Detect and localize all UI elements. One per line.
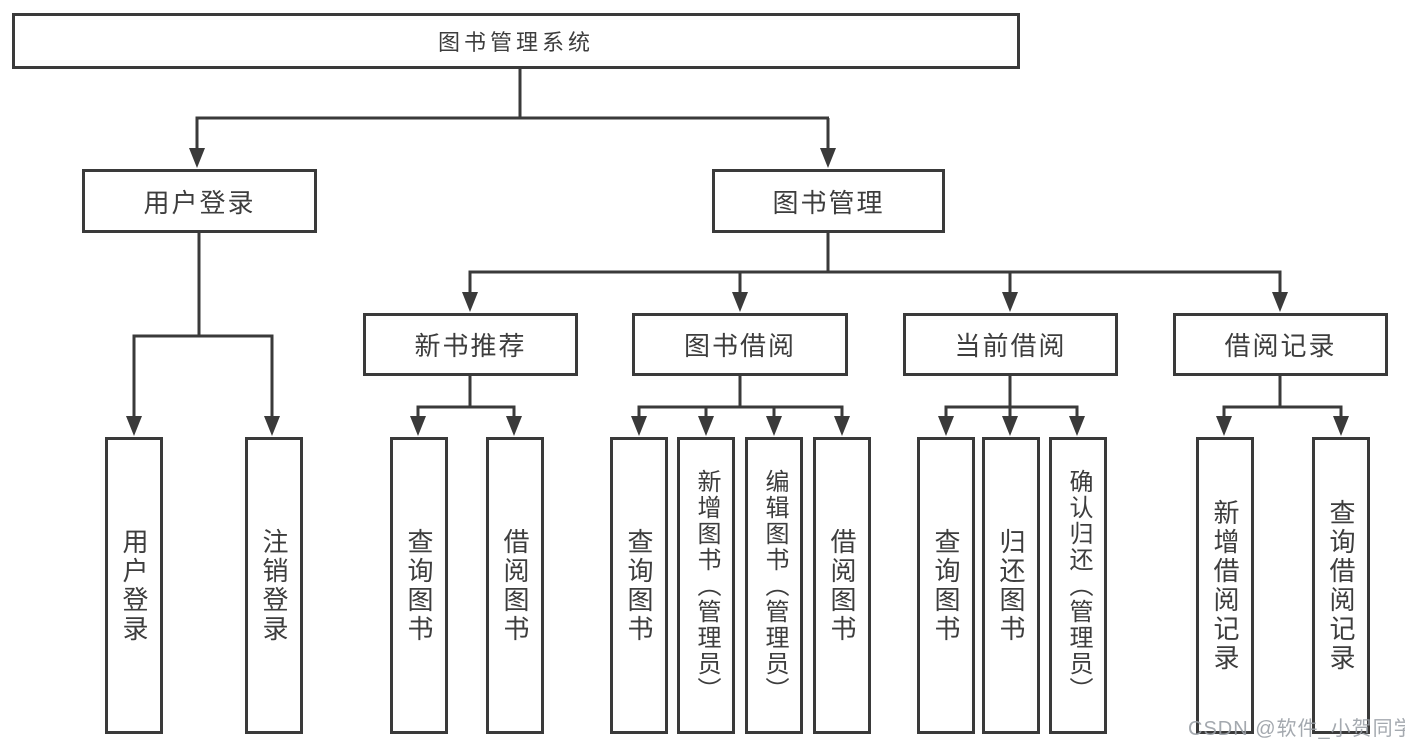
node-book-borrowing: 图书借阅 [632,313,848,376]
leaf-query-borrow-record: 查询借阅记录 [1312,437,1370,734]
node-library-management-system: 图书管理系统 [12,13,1020,69]
leaf-edit-book-admin: 编辑图书（管理员） [745,437,803,734]
node-new-book-recommendation: 新书推荐 [363,313,578,376]
leaf-logout: 注销登录 [245,437,303,734]
leaf-borrow-books: 借阅图书 [813,437,871,734]
leaf-user-login: 用户登录 [105,437,163,734]
node-current-borrowing: 当前借阅 [903,313,1118,376]
arrowheads [126,148,1349,436]
csdn-watermark: CSDN @软件_小贺同学 [1188,718,1405,740]
leaf-add-borrow-record: 新增借阅记录 [1196,437,1254,734]
node-user-login: 用户登录 [82,169,317,233]
leaf-query-books-current: 查询图书 [917,437,975,734]
node-book-management: 图书管理 [712,169,945,233]
node-borrowing-records: 借阅记录 [1173,313,1388,376]
leaf-query-books-recommend: 查询图书 [390,437,448,734]
leaf-confirm-return-admin: 确认归还（管理员） [1049,437,1107,734]
leaf-borrow-books-recommend: 借阅图书 [486,437,544,734]
leaf-add-book-admin: 新增图书（管理员） [677,437,735,734]
leaf-return-book: 归还图书 [982,437,1040,734]
leaf-query-books-borrow: 查询图书 [610,437,668,734]
